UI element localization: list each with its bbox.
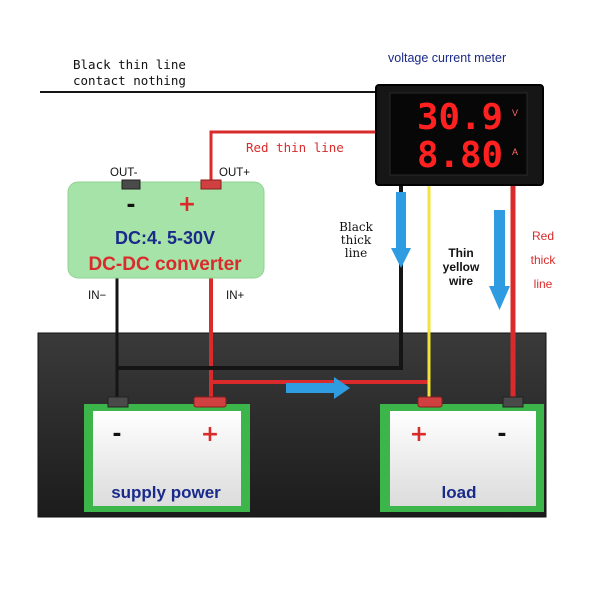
voltage-current-meter: 30.9 V 8.80 A: [375, 84, 544, 186]
load-label: load: [442, 483, 477, 502]
contact-nothing-label: contact nothing: [73, 73, 186, 88]
converter-plus: +: [178, 192, 196, 217]
current-unit: A: [512, 147, 518, 157]
arrow-down-red-line: [489, 210, 510, 310]
out-plus-label: OUT+: [219, 167, 250, 179]
converter-name: DC-DC converter: [88, 254, 242, 275]
converter-spec: DC:4. 5-30V: [115, 228, 215, 248]
black-thin-line-label: Black thin line: [73, 57, 186, 72]
supply-minus-terminal: [107, 396, 129, 408]
load-plus-terminal: [417, 396, 443, 408]
meter-title: voltage current meter: [388, 51, 506, 65]
converter-minus: -: [126, 193, 135, 218]
load-minus-terminal: [502, 396, 524, 408]
yellow-wire-label-1: Thin: [448, 246, 473, 260]
black-thick-label-3: line: [345, 246, 368, 260]
out-minus-terminal: [121, 179, 141, 190]
supply-power-box: - + supply power: [84, 396, 250, 512]
arrow-down-black-line: [391, 192, 411, 268]
current-reading: 8.80: [417, 135, 503, 176]
yellow-wire-label-2: yellow: [443, 260, 480, 274]
voltage-unit: V: [512, 108, 518, 118]
yellow-wire-label-3: wire: [448, 274, 473, 288]
voltage-reading: 30.9: [417, 97, 503, 138]
red-thick-label-3: line: [534, 277, 553, 291]
red-thick-label-1: Red: [532, 229, 554, 243]
red-thick-label-2: thick: [531, 253, 557, 267]
supply-plus-sign: +: [201, 422, 219, 447]
out-plus-terminal: [200, 179, 222, 190]
red-thin-wire: [209, 130, 378, 183]
red-thin-line-label: Red thin line: [246, 140, 344, 155]
in-minus-label: IN−: [88, 290, 107, 302]
load-plus-sign: +: [410, 422, 428, 447]
load-box: + - load: [380, 396, 544, 512]
out-minus-label: OUT-: [110, 167, 138, 179]
arrow-right-current: [286, 377, 350, 399]
black-thick-label-1: Black: [339, 220, 374, 234]
supply-minus-sign: -: [112, 422, 121, 447]
load-minus-sign: -: [497, 422, 506, 447]
in-plus-label: IN+: [226, 290, 245, 302]
black-thick-label-2: thick: [341, 233, 372, 247]
dc-dc-converter: - + DC:4. 5-30V DC-DC converter: [67, 179, 265, 279]
supply-power-label: supply power: [111, 483, 221, 502]
supply-plus-terminal: [193, 396, 227, 408]
